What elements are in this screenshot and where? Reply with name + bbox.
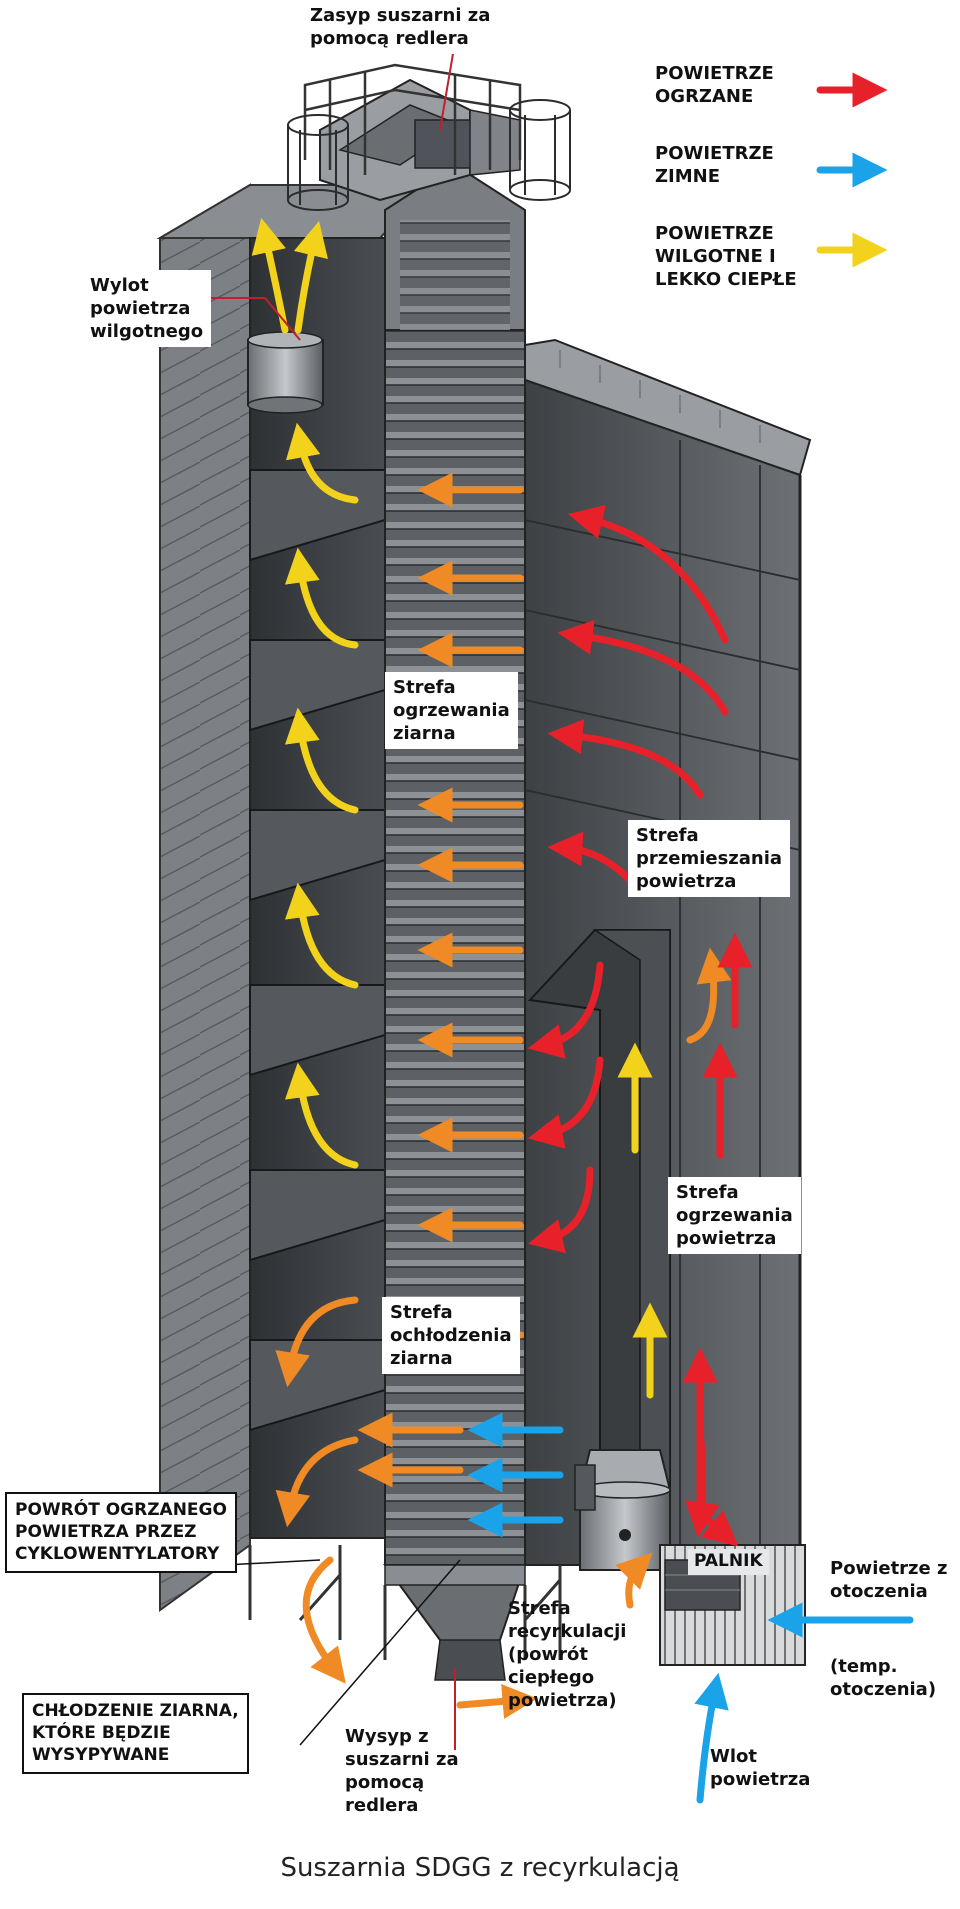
legend-hot-label: POWIETRZE OGRZANE — [655, 63, 774, 108]
label-powietrze-z-otoczenia: Powietrze z otoczenia — [830, 1558, 948, 1603]
return-air-arrow — [275, 1296, 359, 1388]
cyclone-fan — [574, 1449, 672, 1571]
label-strefa-ogrzewania-powietrza: Strefa ogrzewania powietrza — [668, 1177, 801, 1255]
return-air-arrow — [615, 1552, 653, 1609]
label-zasyp: Zasyp suszarni za pomocą redlera — [302, 0, 499, 55]
legend-moist-label: POWIETRZE WILGOTNE I LEKKO CIEPŁE — [655, 223, 797, 291]
label-strefa-przemieszania: Strefa przemieszania powietrza — [628, 820, 791, 898]
hot-air-arrow — [547, 831, 634, 884]
moist-air-arrow — [293, 220, 328, 334]
label-wylot: Wylot powietrza wilgotnego — [82, 270, 212, 348]
black-leader-lines — [224, 1559, 461, 1746]
label-wlot: Wlot powietrza — [710, 1746, 811, 1791]
hot-air-arrow — [686, 1501, 739, 1547]
return-air-arrow — [456, 1684, 538, 1719]
moist-air-arrow — [285, 422, 359, 504]
return-air-arrow — [275, 1436, 359, 1528]
label-wysyp: Wysyp z suszarni za pomocą redlera — [345, 1726, 459, 1817]
legend-cold-label: POWIETRZE ZIMNE — [655, 143, 774, 188]
bottom-hopper — [383, 1564, 527, 1681]
cold-air-arrow — [694, 1672, 729, 1804]
label-chlodzenie: CHŁODZENIE ZIARNA, KTÓRE BĘDZIE WYSYPYWA… — [22, 1693, 249, 1775]
top-conveyor — [319, 78, 521, 202]
hot-air-arrow — [527, 1056, 604, 1149]
left-stair-cage — [287, 114, 349, 211]
support-legs — [248, 1545, 562, 1660]
label-strefa-recyrkulacji: Strefa recyrkulacji (powrót ciepłego pow… — [508, 1598, 627, 1712]
moist-air-arrow — [284, 882, 359, 989]
hot-air-housing-roof — [524, 338, 812, 477]
right-stair-cage — [509, 99, 571, 201]
return-air-arrow — [686, 947, 732, 1044]
hot-air-arrow — [547, 719, 704, 799]
exhaust-cylinder — [247, 331, 324, 414]
moist-air-arrow — [284, 707, 359, 814]
hot-air-arrow — [685, 1426, 720, 1538]
hot-air-arrow — [557, 619, 729, 716]
hot-air-arrow — [527, 961, 604, 1059]
label-palnik: PALNIK — [688, 1549, 769, 1575]
hopper-louvers — [400, 220, 510, 330]
label-strefa-ogrzewania-ziarna: Strefa ogrzewania ziarna — [385, 672, 518, 750]
return-air-arrow — [302, 1556, 346, 1684]
hot-air-arrow — [567, 504, 729, 644]
roof-ribs — [559, 350, 761, 443]
leader-lines — [200, 41, 456, 1750]
label-temp-otoczenia: (temp. otoczenia) — [830, 1656, 937, 1701]
moist-air-arrow — [284, 547, 359, 649]
left-siding-wall — [159, 183, 251, 1612]
hot-air-arrow — [527, 1166, 594, 1254]
figure-caption: Suszarnia SDGG z recyrkulacją — [280, 1853, 680, 1883]
moist-air-arrow — [284, 1062, 359, 1169]
label-powrot: POWRÓT OGRZANEGO POWIETRZA PRZEZ CYKLOWE… — [5, 1492, 237, 1574]
label-strefa-ochlodzenia: Strefa ochłodzenia ziarna — [382, 1297, 520, 1375]
top-railings — [303, 63, 522, 175]
